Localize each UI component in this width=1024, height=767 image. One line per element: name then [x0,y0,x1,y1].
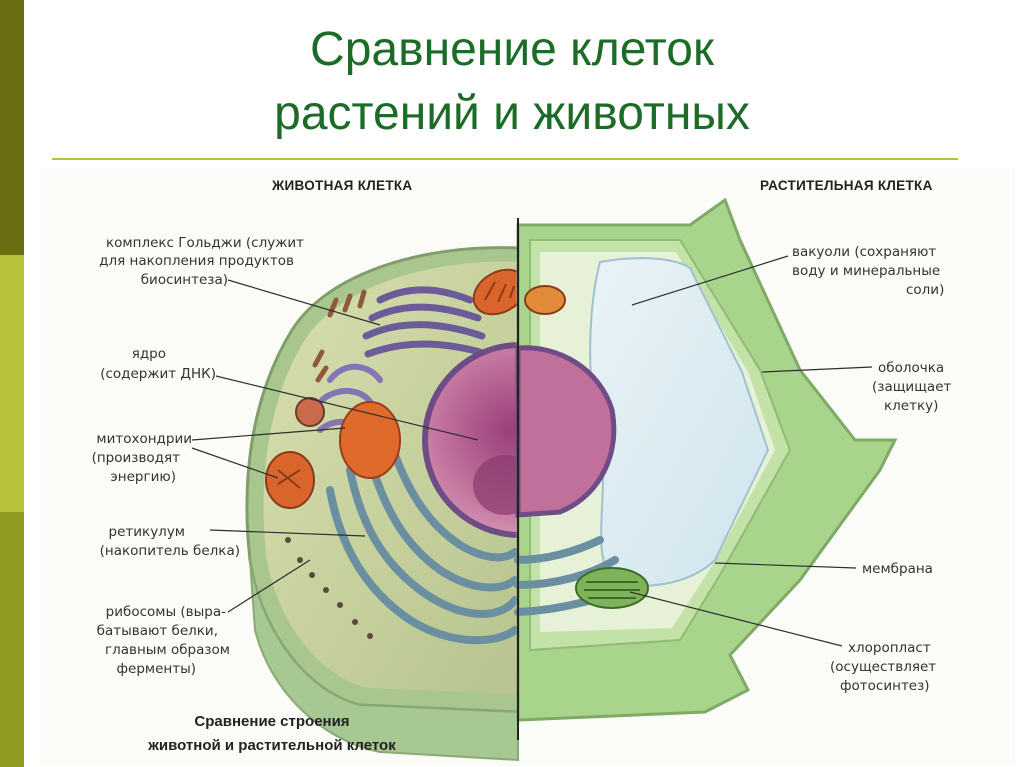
leader-mitochondria-2 [191,447,279,479]
label-ribosomes-line-4: ферменты) [116,661,196,677]
label-ribosomes-line-1: рибосомы (выра- [106,604,226,620]
mitochondrion-left [265,451,315,509]
label-chloroplast-line-1: хлоропласт [848,640,931,656]
leader-reticulum [209,529,366,537]
slide-title-line-2: растений и животных [274,87,750,140]
slide-title-line-1: Сравнение клеток [310,23,714,76]
plant-cell [514,197,898,722]
label-vacuoles-line-2: воду и минеральные [792,263,940,279]
label-mitochondria: митохондрии (производят энергию) [92,427,346,485]
ribosomes [285,537,373,639]
label-wall-line-3: клетку) [884,398,938,414]
label-golgi-line-3: биосинтеза) [141,272,228,288]
label-ribosomes-line-3: главным образом [105,642,230,658]
label-nucleus-line-2: (содержит ДНК) [100,366,216,382]
chloroplast [575,567,649,609]
label-golgi-line-1: комплекс Гольджи (служит [106,235,304,251]
label-nucleus-line-1: ядро [132,346,166,362]
label-ribosomes: рибосомы (выра- батывают белки, главным … [97,559,311,677]
title-underline [52,158,958,160]
leader-mitochondria-1 [191,427,346,441]
label-reticulum: ретикулум (накопитель белка) [100,524,366,559]
leader-chloroplast [629,591,843,647]
label-reticulum-line-2: (накопитель белка) [100,543,240,559]
label-reticulum-line-1: ретикулум [109,524,185,540]
label-membrane: мембрана [714,561,933,577]
cilia-stubs [312,289,367,383]
label-mitochondria-line-3: энергию) [110,469,176,485]
golgi-complex [362,286,486,358]
accent-strip-top [0,0,24,255]
label-vacuoles: вакуоли (сохраняют воду и минеральные со… [631,244,944,306]
label-mitochondria-line-2: (производят [92,450,181,466]
mitochondrion-middle [339,401,401,479]
plant-cell-header: РАСТИТЕЛЬНАЯ КЛЕТКА [760,178,933,193]
label-wall-line-1: оболочка [878,360,944,376]
label-membrane-line-1: мембрана [862,561,933,577]
leader-vacuoles [631,255,789,306]
label-wall-line-2: (защищает [872,379,952,395]
caption-line-2: животной и растительной клеток [147,737,396,754]
leader-nucleus [215,375,479,441]
plant-mitochondrion [524,285,566,315]
label-mitochondria-line-1: митохондрии [96,431,192,447]
label-vacuoles-line-1: вакуоли (сохраняют [792,244,936,260]
label-chloroplast-line-3: фотосинтез) [840,678,930,694]
vesicle-small [295,397,325,427]
leader-wall [761,366,873,373]
label-chloroplast: хлоропласт (осуществляет фотосинтез) [629,591,936,694]
label-nucleus: ядро (содержит ДНК) [100,346,479,441]
label-wall: оболочка (защищает клетку) [761,360,952,414]
leader-ribosomes [227,559,311,613]
leader-golgi [227,279,381,326]
accent-strip-bottom [0,512,24,767]
label-golgi: комплекс Гольджи (служит для накопления … [99,235,381,326]
caption-line-1: Сравнение строения [194,713,349,730]
endoplasmic-reticulum [326,451,519,645]
leader-membrane [714,562,857,569]
accent-strip-middle [0,255,24,512]
label-ribosomes-line-2: батывают белки, [97,623,218,639]
slide-title: Сравнение клеток растений и животных [60,18,964,146]
label-vacuoles-line-3: соли) [906,282,944,298]
label-golgi-line-2: для накопления продуктов [99,253,294,269]
label-chloroplast-line-2: (осуществляет [830,659,936,675]
animal-cell-header: ЖИВОТНАЯ КЛЕТКА [271,178,412,193]
plant-nucleus-portion [515,345,617,518]
